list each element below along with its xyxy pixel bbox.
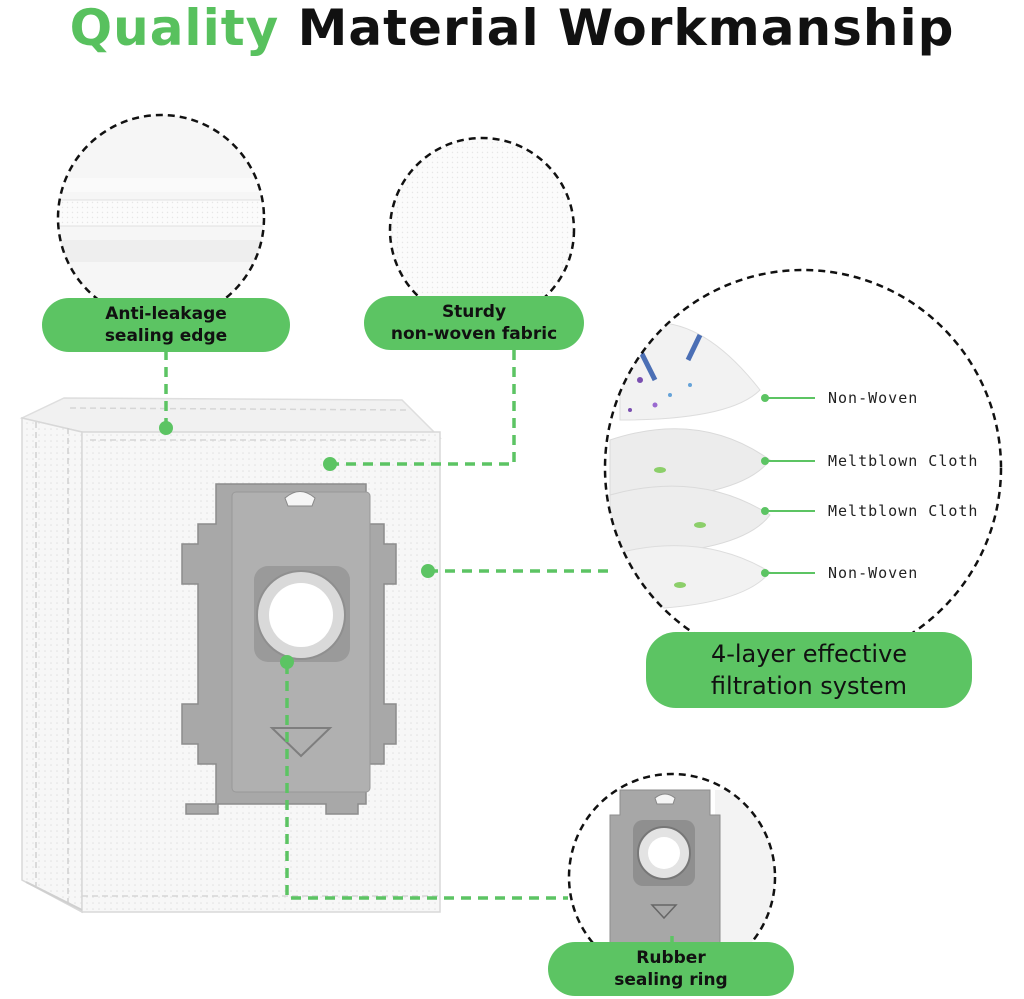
layer-label-1: Non-Woven xyxy=(828,389,919,407)
layer-label-3: Meltblown Cloth xyxy=(828,502,979,520)
layer-label-4: Non-Woven xyxy=(828,564,919,582)
callout-sealing-edge-line2: sealing edge xyxy=(104,326,228,346)
zoom-circle-layers xyxy=(603,268,1003,668)
callout-ring-line2: sealing ring xyxy=(614,970,728,990)
callout-sealing-edge: Anti-leakage sealing edge xyxy=(42,298,290,352)
title-rest: Material Workmanship xyxy=(297,0,955,57)
callout-ring-line1: Rubber xyxy=(636,948,706,968)
callout-filtration: 4-layer effective filtration system xyxy=(646,632,972,708)
zoom-circle-fabric xyxy=(388,136,576,324)
callout-fabric-line1: Sturdy xyxy=(441,302,507,322)
callout-sealing-edge-line1: Anti-leakage xyxy=(105,304,227,324)
callout-fabric: Sturdy non-woven fabric xyxy=(364,296,584,350)
title-accent: Quality xyxy=(69,0,280,57)
callout-ring: Rubber sealing ring xyxy=(548,942,794,996)
layer-label-2: Meltblown Cloth xyxy=(828,452,979,470)
callout-fabric-line2: non-woven fabric xyxy=(390,324,558,344)
callout-filtration-line1: 4-layer effective xyxy=(710,640,908,668)
connector-dots xyxy=(159,421,435,669)
rubber-plate xyxy=(181,483,397,815)
page-title: Quality Material Workmanship xyxy=(0,0,1024,60)
zoom-circle-edge xyxy=(56,113,266,323)
callout-filtration-line2: filtration system xyxy=(710,672,908,700)
